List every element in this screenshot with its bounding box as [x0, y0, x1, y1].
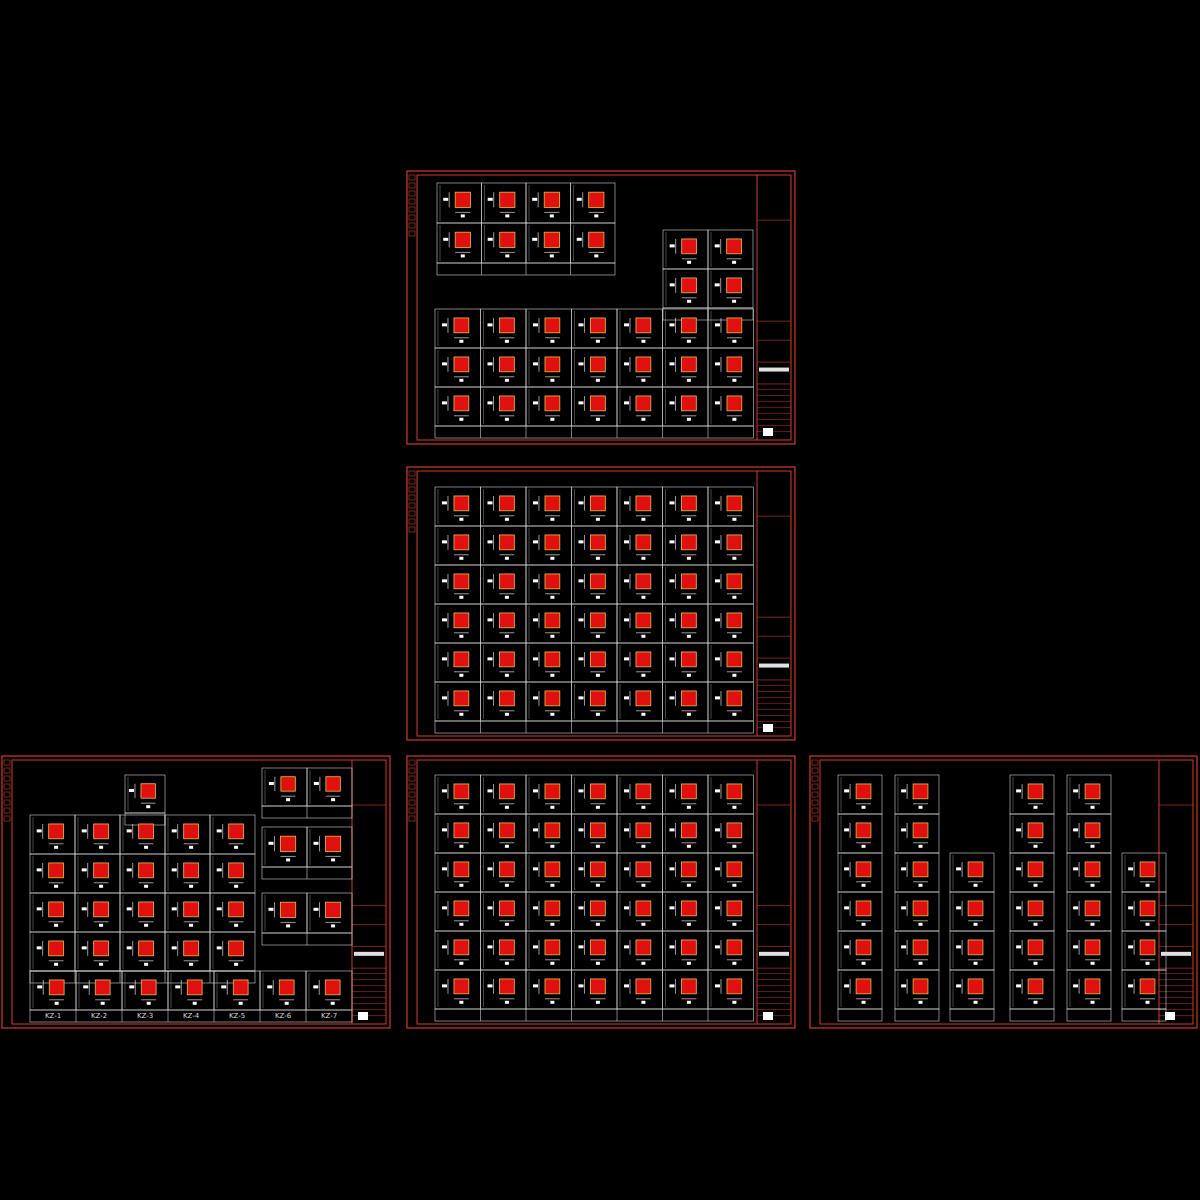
column-label: KZ-7: [320, 1012, 338, 1020]
column-label: KZ-5: [228, 1012, 246, 1020]
drawing-sheet: [407, 756, 795, 1028]
drawing-sheet: [407, 171, 795, 444]
column-label: KZ-1: [44, 1012, 62, 1020]
column-label: KZ-4: [182, 1012, 200, 1020]
drawing-sheet: [810, 756, 1197, 1028]
column-label: KZ-3: [136, 1012, 154, 1020]
column-label: KZ-2: [90, 1012, 108, 1020]
column-label: KZ-6: [274, 1012, 292, 1020]
drawing-sheet: [407, 467, 795, 740]
drawing-sheet: [2, 756, 390, 1028]
